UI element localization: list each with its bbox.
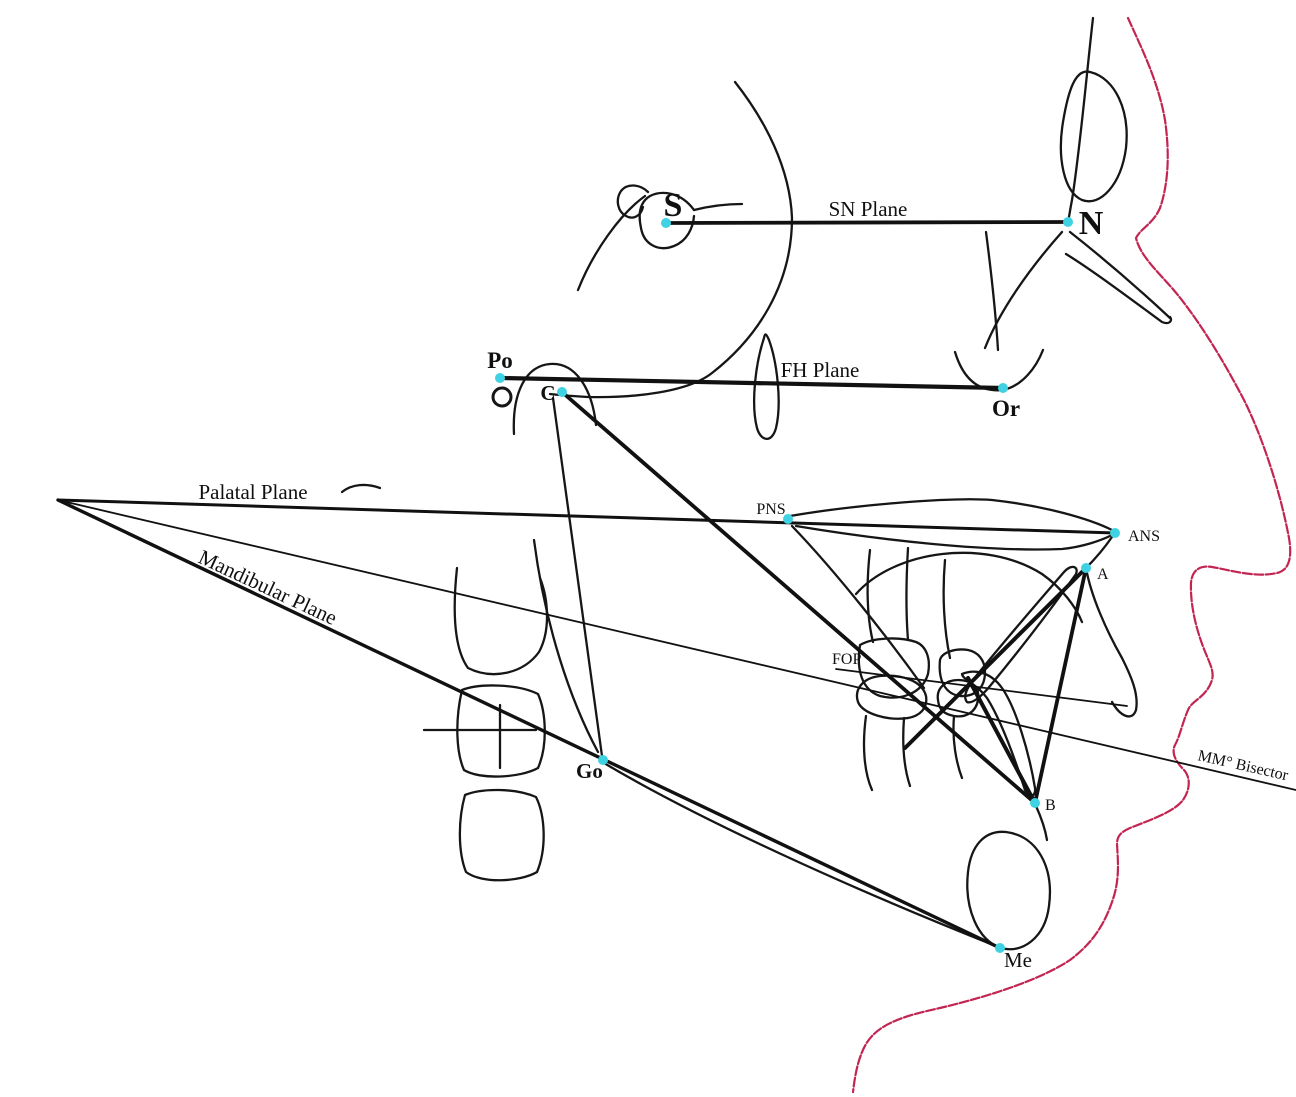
clivus-curve <box>548 80 794 399</box>
sella-turcica-cup <box>638 191 696 250</box>
orbit-rim-curve <box>953 348 1045 392</box>
landmark-dot-Me <box>995 943 1005 953</box>
zygoma-arc <box>854 551 1084 624</box>
ceph-lines <box>56 220 1296 950</box>
upper-molar-root-2 <box>905 546 910 642</box>
landmark-label-Po: Po <box>487 348 513 373</box>
landmark-label-PNS: PNS <box>756 501 785 518</box>
mandible-lower-border <box>602 761 998 948</box>
soft-tissue-profile <box>851 16 1292 1094</box>
frontal-bone-outline <box>1066 16 1095 224</box>
upper-molar-root-1 <box>866 548 875 644</box>
sn-plane-line <box>664 220 1070 225</box>
lower-molar-root-2 <box>902 716 912 788</box>
maxilla-tuberosity-curve <box>790 524 926 690</box>
nasal-bone-lower <box>1064 252 1173 325</box>
upper-incisor-axis-line <box>903 566 1088 750</box>
landmark-dot-N <box>1063 217 1073 227</box>
landmark-dot-C <box>557 387 567 397</box>
landmark-label-A: A <box>1097 566 1109 583</box>
plane-label-mandibular: Mandibular Plane <box>195 545 341 630</box>
sella-anterior-join <box>692 202 744 212</box>
fop-line <box>835 668 1128 707</box>
landmark-dot-B <box>1030 798 1040 808</box>
palatal-squiggle-mark <box>340 483 382 494</box>
plane-label-fh: FH Plane <box>781 358 860 382</box>
mm-bisector-line <box>57 499 1296 791</box>
lower-premolar-root <box>952 714 964 780</box>
condyle-arc <box>512 362 598 436</box>
c-to-b-line <box>560 390 1037 805</box>
landmark-dots <box>495 217 1120 953</box>
sella-clinoid-hook <box>616 184 650 219</box>
labels: S N Po Or C PNS ANS A B Go Me SN Plane F… <box>195 187 1291 972</box>
a-to-b-line <box>1033 566 1088 805</box>
landmark-label-Go: Go <box>576 759 603 783</box>
landmark-label-N: N <box>1079 205 1104 242</box>
frontal-sinus-outline <box>1059 70 1128 203</box>
palate-upper-outline <box>788 498 1114 532</box>
palatal-plane-line <box>56 498 1117 535</box>
palate-lower-outline <box>794 524 1114 551</box>
landmark-dot-Go <box>598 755 608 765</box>
landmark-dot-Or <box>998 383 1008 393</box>
landmark-dot-Po <box>495 373 505 383</box>
mandibular-plane-line <box>56 498 1002 950</box>
porion-ring <box>491 386 513 408</box>
landmark-label-ANS: ANS <box>1128 528 1160 545</box>
vertebra-c4-outline <box>458 788 545 882</box>
pterygomaxillary-fissure <box>753 333 780 440</box>
landmark-label-B: B <box>1045 797 1056 814</box>
landmark-dot-A <box>1081 563 1091 573</box>
landmark-label-Or: Or <box>992 396 1020 421</box>
upper-incisor-outline <box>964 565 1078 704</box>
orbit-lateral-curve <box>984 230 1000 352</box>
landmark-label-C: C <box>540 381 555 405</box>
upper-molar-crown <box>857 637 930 699</box>
upper-premolar-root <box>942 558 952 660</box>
landmark-label-Me: Me <box>1004 948 1032 972</box>
plane-label-mm: MM° Bisector <box>1196 747 1290 784</box>
landmark-dot-PNS <box>783 514 793 524</box>
landmark-dot-ANS <box>1110 528 1120 538</box>
plane-label-fop: FOP <box>832 651 861 668</box>
orbit-medial-curve <box>983 230 1064 350</box>
plane-label-sn: SN Plane <box>829 197 908 221</box>
maxilla-anterior-outline <box>1084 535 1138 718</box>
plane-label-palatal: Palatal Plane <box>198 480 307 504</box>
upper-premolar-crown <box>938 648 987 698</box>
vertebra-c2-outline <box>453 566 549 676</box>
vertebra-c3-outline <box>456 684 546 778</box>
b-to-chin-curve <box>1034 804 1049 842</box>
lower-molar-crown <box>855 674 928 720</box>
fh-plane-line <box>497 375 1006 391</box>
ramus-anterior-border <box>532 538 600 754</box>
nasal-bone-upper <box>1068 230 1172 320</box>
landmark-dot-S <box>661 218 671 228</box>
dorsum-sellae-line <box>576 194 647 292</box>
ramus-posterior-border <box>551 396 604 758</box>
lower-incisor-axis-line <box>966 676 1037 805</box>
lower-molar-root-1 <box>862 714 874 792</box>
landmark-label-S: S <box>664 187 683 224</box>
chin-symphysis-outline <box>966 830 1051 951</box>
